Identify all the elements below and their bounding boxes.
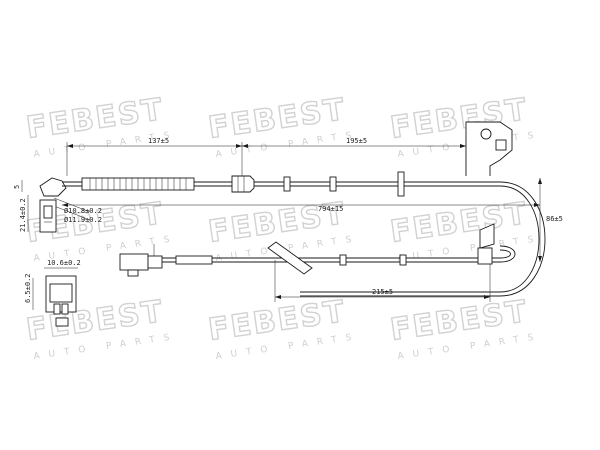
bracket-hole [480, 128, 492, 140]
watermark: FEBEST AUTO PARTS [388, 195, 543, 264]
watermark: FEBEST AUTO PARTS [388, 293, 543, 362]
electrical-connector [119, 253, 163, 277]
dim-diameter-small: Ø10.8±0.2 [64, 207, 102, 215]
dim-overall: 794±15 [318, 205, 343, 213]
grommet [231, 175, 255, 193]
cable-loop-inner [300, 185, 540, 293]
cable-clip [399, 254, 407, 266]
arrowhead [275, 295, 281, 299]
leader-line [53, 197, 91, 213]
arrowhead [538, 178, 542, 184]
dim-top-left: 137±5 [148, 137, 169, 145]
arrowhead [242, 144, 248, 148]
sensor-mount-detail [43, 205, 53, 219]
cable-clip [283, 176, 291, 192]
dim-connector-height: 6.5±0.2 [24, 273, 32, 303]
watermark: FEBEST AUTO PARTS [206, 91, 361, 160]
arrowhead [538, 256, 542, 262]
dim-sensor-offset: 5 [13, 185, 21, 189]
watermark: FEBEST AUTO PARTS [206, 293, 361, 362]
dim-connector-width: 10.6±0.2 [47, 259, 81, 267]
dim-sensor-height: 21.4±0.2 [19, 198, 27, 232]
lower-clip [479, 223, 495, 249]
leader-line [53, 205, 91, 221]
cable-clip [339, 254, 347, 266]
mounting-bracket [465, 121, 513, 176]
cable-loop-outer [300, 181, 546, 297]
sleeve-ribs [89, 178, 187, 190]
sensor-head [39, 177, 67, 233]
end-view-inner [49, 283, 73, 303]
arrowhead [460, 144, 466, 148]
sensor-body [39, 177, 67, 197]
bracket-tab [495, 139, 507, 151]
end-view-pin [53, 303, 61, 315]
connector-end-view [45, 275, 77, 327]
end-view-pin [61, 303, 69, 315]
watermark: FEBEST AUTO PARTS [24, 91, 179, 160]
connector-body [119, 253, 149, 271]
watermark-group: FEBEST AUTO PARTS FEBEST AUTO PARTS FEBE… [24, 91, 543, 362]
dim-top-mid: 195±5 [346, 137, 367, 145]
cable-clip [397, 171, 405, 197]
connector-latch [127, 269, 139, 277]
dim-loop: 86±5 [546, 215, 563, 223]
arrowhead [67, 144, 73, 148]
connector-sleeve [175, 255, 213, 265]
end-view-latch [55, 317, 69, 327]
lower-clip-base [477, 247, 493, 265]
dim-diameter-large: Ø11.9±0.2 [64, 216, 102, 224]
arrowhead [236, 144, 242, 148]
cable-lower-outer [140, 245, 516, 263]
arrowhead [62, 203, 68, 207]
sensor-cable [62, 121, 546, 297]
cable-lower-inner [140, 249, 511, 259]
angled-sleeve [267, 241, 313, 275]
connector-neck [147, 255, 163, 269]
cable-clip [329, 176, 337, 192]
